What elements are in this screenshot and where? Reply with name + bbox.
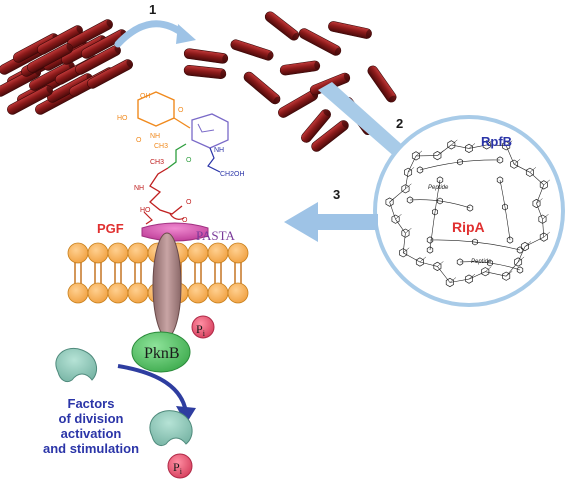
factor-phosphorylated: [149, 410, 193, 447]
mol-ho-1: HO: [117, 115, 128, 122]
ripa-label: RipA: [452, 219, 485, 235]
phosphate-factor-text: Pi: [173, 460, 183, 476]
pasta-label: PASTA: [196, 228, 236, 243]
mol-o-4: O: [186, 199, 192, 206]
rpfb-label: RpfB: [481, 134, 512, 149]
lipid-head-outer: [87, 242, 109, 264]
peptide-label-a: Peptide: [428, 185, 449, 191]
lipid-head-inner: [87, 282, 109, 304]
pknb-kinase: [131, 331, 191, 373]
step-3-label: 3: [333, 187, 340, 202]
bacterium-clumped: [7, 85, 53, 115]
lipid-head-inner: [207, 282, 229, 304]
lipid-head-outer: [207, 242, 229, 264]
step-2-arrow: [318, 82, 408, 158]
peptide-label-b: Peptide: [471, 259, 492, 265]
factor-unphosphorylated: [55, 348, 98, 383]
bacterium-dispersed: [230, 39, 274, 61]
mol-o-3: O: [186, 157, 192, 164]
bacterium-clumped: [27, 43, 73, 73]
mol-nh-1: NH: [150, 133, 160, 140]
step-3-arrow: [284, 202, 378, 242]
bacteria-clump: [0, 19, 133, 115]
pgf-label: PGF: [97, 221, 124, 236]
mol-nh-2: NH: [214, 147, 224, 154]
bacterium-dispersed: [298, 28, 342, 56]
phosphate-factor: [167, 453, 193, 479]
bacterium-dispersed: [243, 71, 281, 105]
bacterium-clumped: [87, 59, 133, 89]
lipid-head-inner: [67, 282, 89, 304]
factors-caption: Factors of division activation and stimu…: [43, 396, 139, 456]
mol-ch3-a: CH3: [154, 143, 168, 150]
muropeptide-structure: HO OH O NH O CH3 NH CH2OH CH3 O NH HO O …: [117, 91, 245, 225]
bacteria-dispersed: [183, 11, 397, 152]
bacterium-clumped: [37, 25, 83, 55]
mol-o-5: O: [182, 217, 188, 224]
lipid-head-outer: [227, 242, 249, 264]
mol-oh-1: OH: [140, 93, 151, 100]
lipid-head-outer: [107, 242, 129, 264]
step-2-label: 2: [396, 116, 403, 131]
step-1-arrow: [114, 20, 196, 48]
phosphate-kinase-text: Pi: [196, 322, 206, 338]
activation-arrow: [117, 364, 196, 424]
phosphate-kinase: [191, 315, 215, 339]
mol-ch2oh: CH2OH: [220, 171, 245, 178]
lipid-head-inner: [187, 282, 209, 304]
pasta-domain: [141, 222, 209, 242]
bacterium-clumped: [75, 45, 121, 75]
factors-line-3: activation: [61, 426, 122, 441]
lipid-head-outer: [127, 242, 149, 264]
bacterium-dispersed: [264, 11, 300, 41]
bacterium-dispersed: [301, 109, 331, 143]
step-1-label: 1: [149, 2, 156, 17]
bacterium-dispersed: [311, 120, 349, 152]
mol-ho-2: HO: [140, 207, 151, 214]
mol-nh-3: NH: [134, 185, 144, 192]
pknb-label: PknB: [144, 345, 180, 362]
bacterium-dispersed: [183, 48, 229, 64]
lipid-head-inner: [127, 282, 149, 304]
factors-line-4: and stimulation: [43, 441, 139, 456]
bacterium-dispersed: [279, 60, 321, 76]
bacterium-dispersed: [367, 65, 397, 103]
lipid-head-inner: [227, 282, 249, 304]
mol-ch3-b: CH3: [150, 159, 164, 166]
bacterium-dispersed: [328, 21, 372, 39]
lipid-head-outer: [67, 242, 89, 264]
transmembrane-helix: [152, 232, 182, 338]
factors-line-2: of division: [59, 411, 124, 426]
peptidoglycan-fragments: [385, 139, 550, 288]
factors-line-1: Factors: [68, 396, 115, 411]
lipid-head-outer: [187, 242, 209, 264]
lipid-head-inner: [107, 282, 129, 304]
bacterium-dispersed: [183, 65, 227, 79]
mol-o-2: O: [136, 137, 142, 144]
mol-o-1: O: [178, 107, 184, 114]
